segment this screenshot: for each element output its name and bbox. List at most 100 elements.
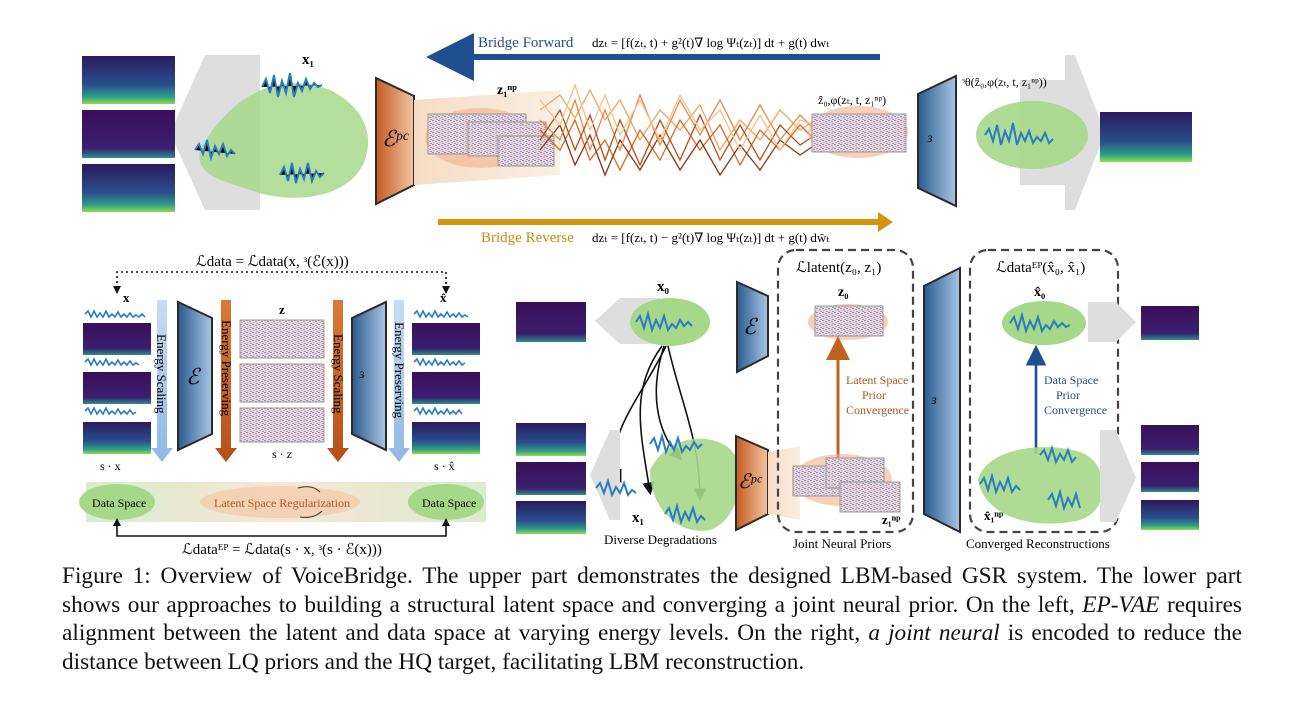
x1-label: x₁: [302, 52, 314, 68]
loss-latent-label: ℒlatent(z₀, z₁): [796, 260, 881, 276]
caption-ep-vae: EP-VAE: [1082, 591, 1160, 618]
energy-scaling-bar: [151, 300, 173, 462]
data-space-label: Data Space: [422, 496, 476, 510]
waveform-icon: [413, 309, 469, 319]
encoder-label: ℰ: [743, 314, 759, 339]
joint-priors-label: Joint Neural Priors: [793, 536, 891, 551]
spectrogram: [412, 372, 480, 404]
converged-box: [968, 248, 1120, 534]
figure-canvas: x₁ ℰᵖᶜ z₁ⁿᵖ Bridge Forward dzₜ = [f(zₜ, …: [79, 33, 1199, 558]
caption-mid: requires alignment between the latent an…: [62, 591, 1242, 647]
waveform-icon: [413, 406, 463, 416]
joint-priors-box: [776, 248, 915, 534]
converged-label: Converged Reconstructions: [966, 536, 1110, 551]
data-blob: [650, 438, 740, 531]
diverse-degradations-label: Diverse Degradations: [604, 532, 717, 547]
caption-joint-neural: a joint neural: [868, 620, 1000, 647]
x0-label: x₀: [657, 279, 670, 295]
caption-lead: Figure 1: Overview of VoiceBridge. The u…: [62, 563, 1242, 618]
latent-tile: [239, 319, 325, 359]
latent-conv-line1: Latent Space: [846, 373, 908, 387]
output-stack: [412, 309, 480, 454]
latent-tile: [814, 305, 884, 337]
loss-ep-label: ℒdataᴱᴾ = ℒdata(s · x, ᶟ(s · ℰ(x))): [182, 542, 382, 558]
spectrogram: [83, 422, 151, 454]
spectrogram: [516, 423, 586, 456]
spectrogram: [1100, 112, 1192, 162]
bridge-paths: [539, 83, 816, 177]
data-conv-line1: Data Space: [1044, 373, 1098, 387]
latent-conv-line2: Prior: [862, 388, 886, 402]
gray-arrow-left: [590, 430, 620, 520]
latent-reg-label: Latent Space Regularization: [214, 496, 350, 510]
data-conv-line2: Prior: [1056, 388, 1080, 402]
encoder-pc-label: ℰᵖᶜ: [738, 471, 763, 493]
x1-label: x₁: [632, 510, 644, 526]
waveform-icon: [84, 357, 140, 367]
loss-data-ep-label: ℒdataᴱᴾ(x̂₀, x̂₁): [996, 260, 1085, 276]
waveform-icon: [635, 310, 693, 334]
latent-conv-line3: Convergence: [846, 403, 909, 417]
regularization-curl-icon: [297, 486, 321, 493]
latent-tile: [497, 135, 555, 167]
waveform-icon: [1009, 311, 1071, 335]
input-stack: [83, 309, 151, 454]
z1np-label: z₁ⁿᵖ: [882, 512, 901, 527]
caption-tail: is encoded to reduce the distance betwee…: [62, 620, 1242, 675]
waveform-icon: [194, 72, 325, 185]
spectrogram: [516, 302, 586, 342]
energy-preserving-bar: [388, 300, 410, 462]
encoder: [177, 300, 213, 452]
z-label: z: [279, 302, 285, 317]
data-space-blob: [79, 484, 155, 520]
top-panel: x₁ ℰᵖᶜ z₁ⁿᵖ Bridge Forward dzₜ = [f(zₜ, …: [82, 33, 1192, 246]
encoder: [736, 280, 769, 374]
bridge-reverse-label: Bridge Reverse: [481, 230, 574, 246]
spectrogram: [1141, 425, 1199, 455]
energy-preserving-bar: [215, 300, 237, 462]
waveform-icon: [595, 432, 706, 526]
figure-caption: Figure 1: Overview of VoiceBridge. The u…: [62, 562, 1242, 676]
decoder: [351, 300, 387, 452]
bridge-forward-label: Bridge Forward: [478, 35, 574, 51]
loss-data-label: ℒdata = ℒdata(x, ᶟ(ℰ(x))): [196, 254, 349, 270]
xhat-label: x̂: [440, 290, 447, 305]
data-blob: [199, 83, 369, 198]
data-space-blob: [408, 484, 484, 520]
spectrogram: [412, 422, 480, 454]
energy-preserving-label: Energy Preserving: [392, 322, 407, 419]
bridge-reverse-arrowhead: [878, 212, 893, 232]
decoder-label: ᶟ: [926, 128, 933, 153]
decoder-label: ᶟ: [358, 364, 365, 389]
z1np-label: z₁ⁿᵖ: [497, 83, 517, 98]
spectrogram: [82, 164, 175, 212]
beam: [768, 446, 800, 520]
spectrogram: [412, 323, 480, 355]
regularization-glow: [200, 486, 360, 518]
data-blob: [976, 101, 1088, 169]
spectrogram: [1141, 306, 1199, 340]
energy-scaling-label: Energy Scaling: [154, 334, 169, 414]
spectrogram: [83, 372, 151, 404]
decoder: [923, 266, 961, 534]
waveform-icon: [413, 357, 466, 367]
decoder-label: ᶟ: [930, 390, 937, 415]
data-space-label: Data Space: [92, 496, 146, 510]
z0-label: z₀: [838, 285, 848, 300]
joint-prior-panel: x₀ ℰ x₁ Diverse Degradations ℰᵖᶜ: [516, 248, 1199, 551]
data-blob: [1002, 301, 1086, 345]
latent-tile: [239, 363, 325, 403]
loss-ep-bracket: [116, 522, 447, 537]
forward-sde: dzₜ = [f(zₜ, t) + g²(t)∇ log Ψₜ(zₜ)] dt …: [592, 35, 830, 50]
zhat-label: ẑ₀,φ(zₜ, t, z₁ⁿᵖ): [818, 93, 886, 107]
latent-tile: [811, 113, 907, 153]
latent-tile: [839, 481, 901, 513]
waveform-icon: [979, 444, 1081, 512]
waveform-icon: [84, 406, 137, 416]
x0hat-label: x̂₀: [1034, 285, 1045, 300]
x1hat-label: x̂₁ⁿᵖ: [984, 508, 1004, 523]
sxhat-label: s · x̂: [434, 459, 455, 473]
spectrogram: [516, 501, 586, 534]
spectrogram: [82, 56, 175, 104]
reverse-sde: dzₜ = [f(zₜ, t) − g²(t)∇ log Ψₜ(zₜ)] dt …: [592, 230, 830, 245]
